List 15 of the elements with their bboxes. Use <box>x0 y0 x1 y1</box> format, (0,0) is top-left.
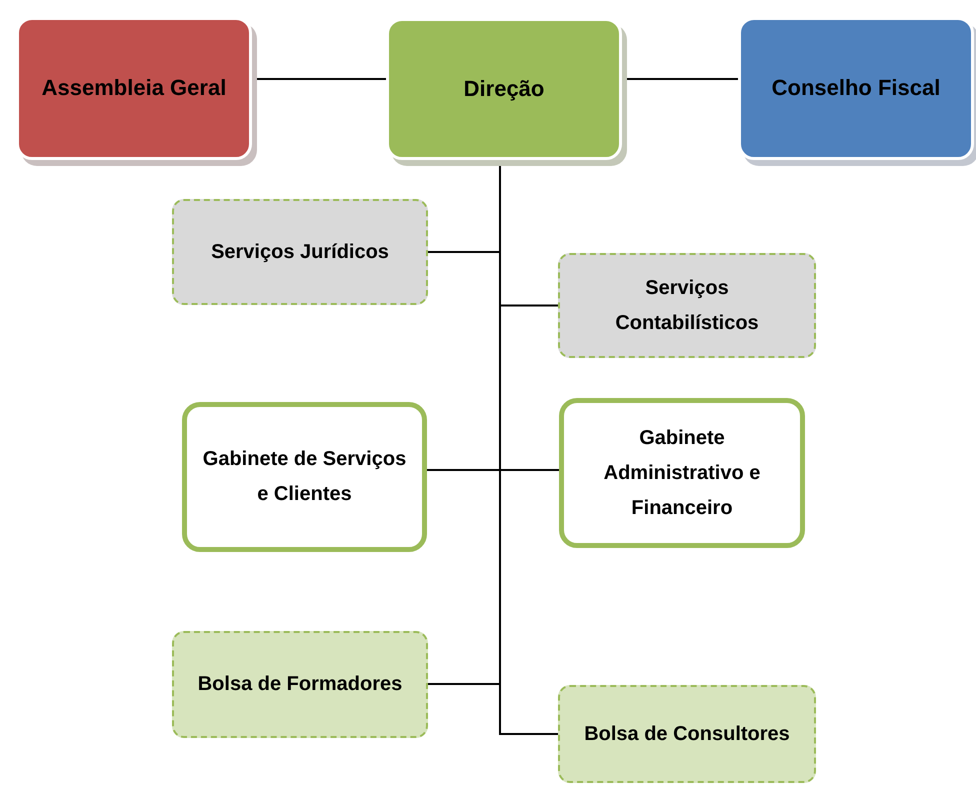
node-label: Serviços Jurídicos <box>211 240 389 264</box>
node-label: Gabinete de Serviços e Clientes <box>202 447 408 507</box>
pool-box <box>172 631 428 738</box>
node-label: Direção <box>464 74 544 103</box>
node-label: Bolsa de Formadores <box>198 672 402 697</box>
node-label: Conselho Fiscal <box>772 74 940 102</box>
service-box <box>172 199 428 305</box>
node-label: Gabinete Administrativo e Financeiro <box>602 426 762 520</box>
department-box <box>182 402 427 552</box>
pool-box <box>558 685 816 783</box>
node-label: Serviços Contabilísticos <box>614 276 760 336</box>
node-label: Assembleia Geral <box>42 74 226 102</box>
service-box <box>558 253 816 358</box>
department-box <box>559 398 805 548</box>
node-label: Bolsa de Consultores <box>584 722 790 746</box>
